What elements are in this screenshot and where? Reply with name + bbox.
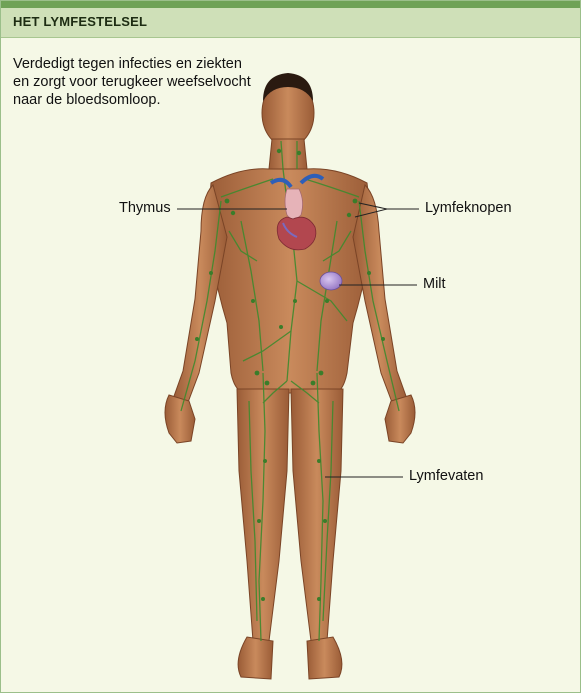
thymus xyxy=(285,189,303,219)
label-lymph-nodes: Lymfeknopen xyxy=(425,200,512,216)
intro-text: Verdedigt tegen infecties en ziekten en … xyxy=(13,55,253,109)
label-spleen: Milt xyxy=(423,276,446,292)
spleen xyxy=(320,272,342,290)
human-body xyxy=(165,79,415,679)
label-lymph-vessels: Lymfevaten xyxy=(409,468,483,484)
label-thymus: Thymus xyxy=(119,200,171,216)
